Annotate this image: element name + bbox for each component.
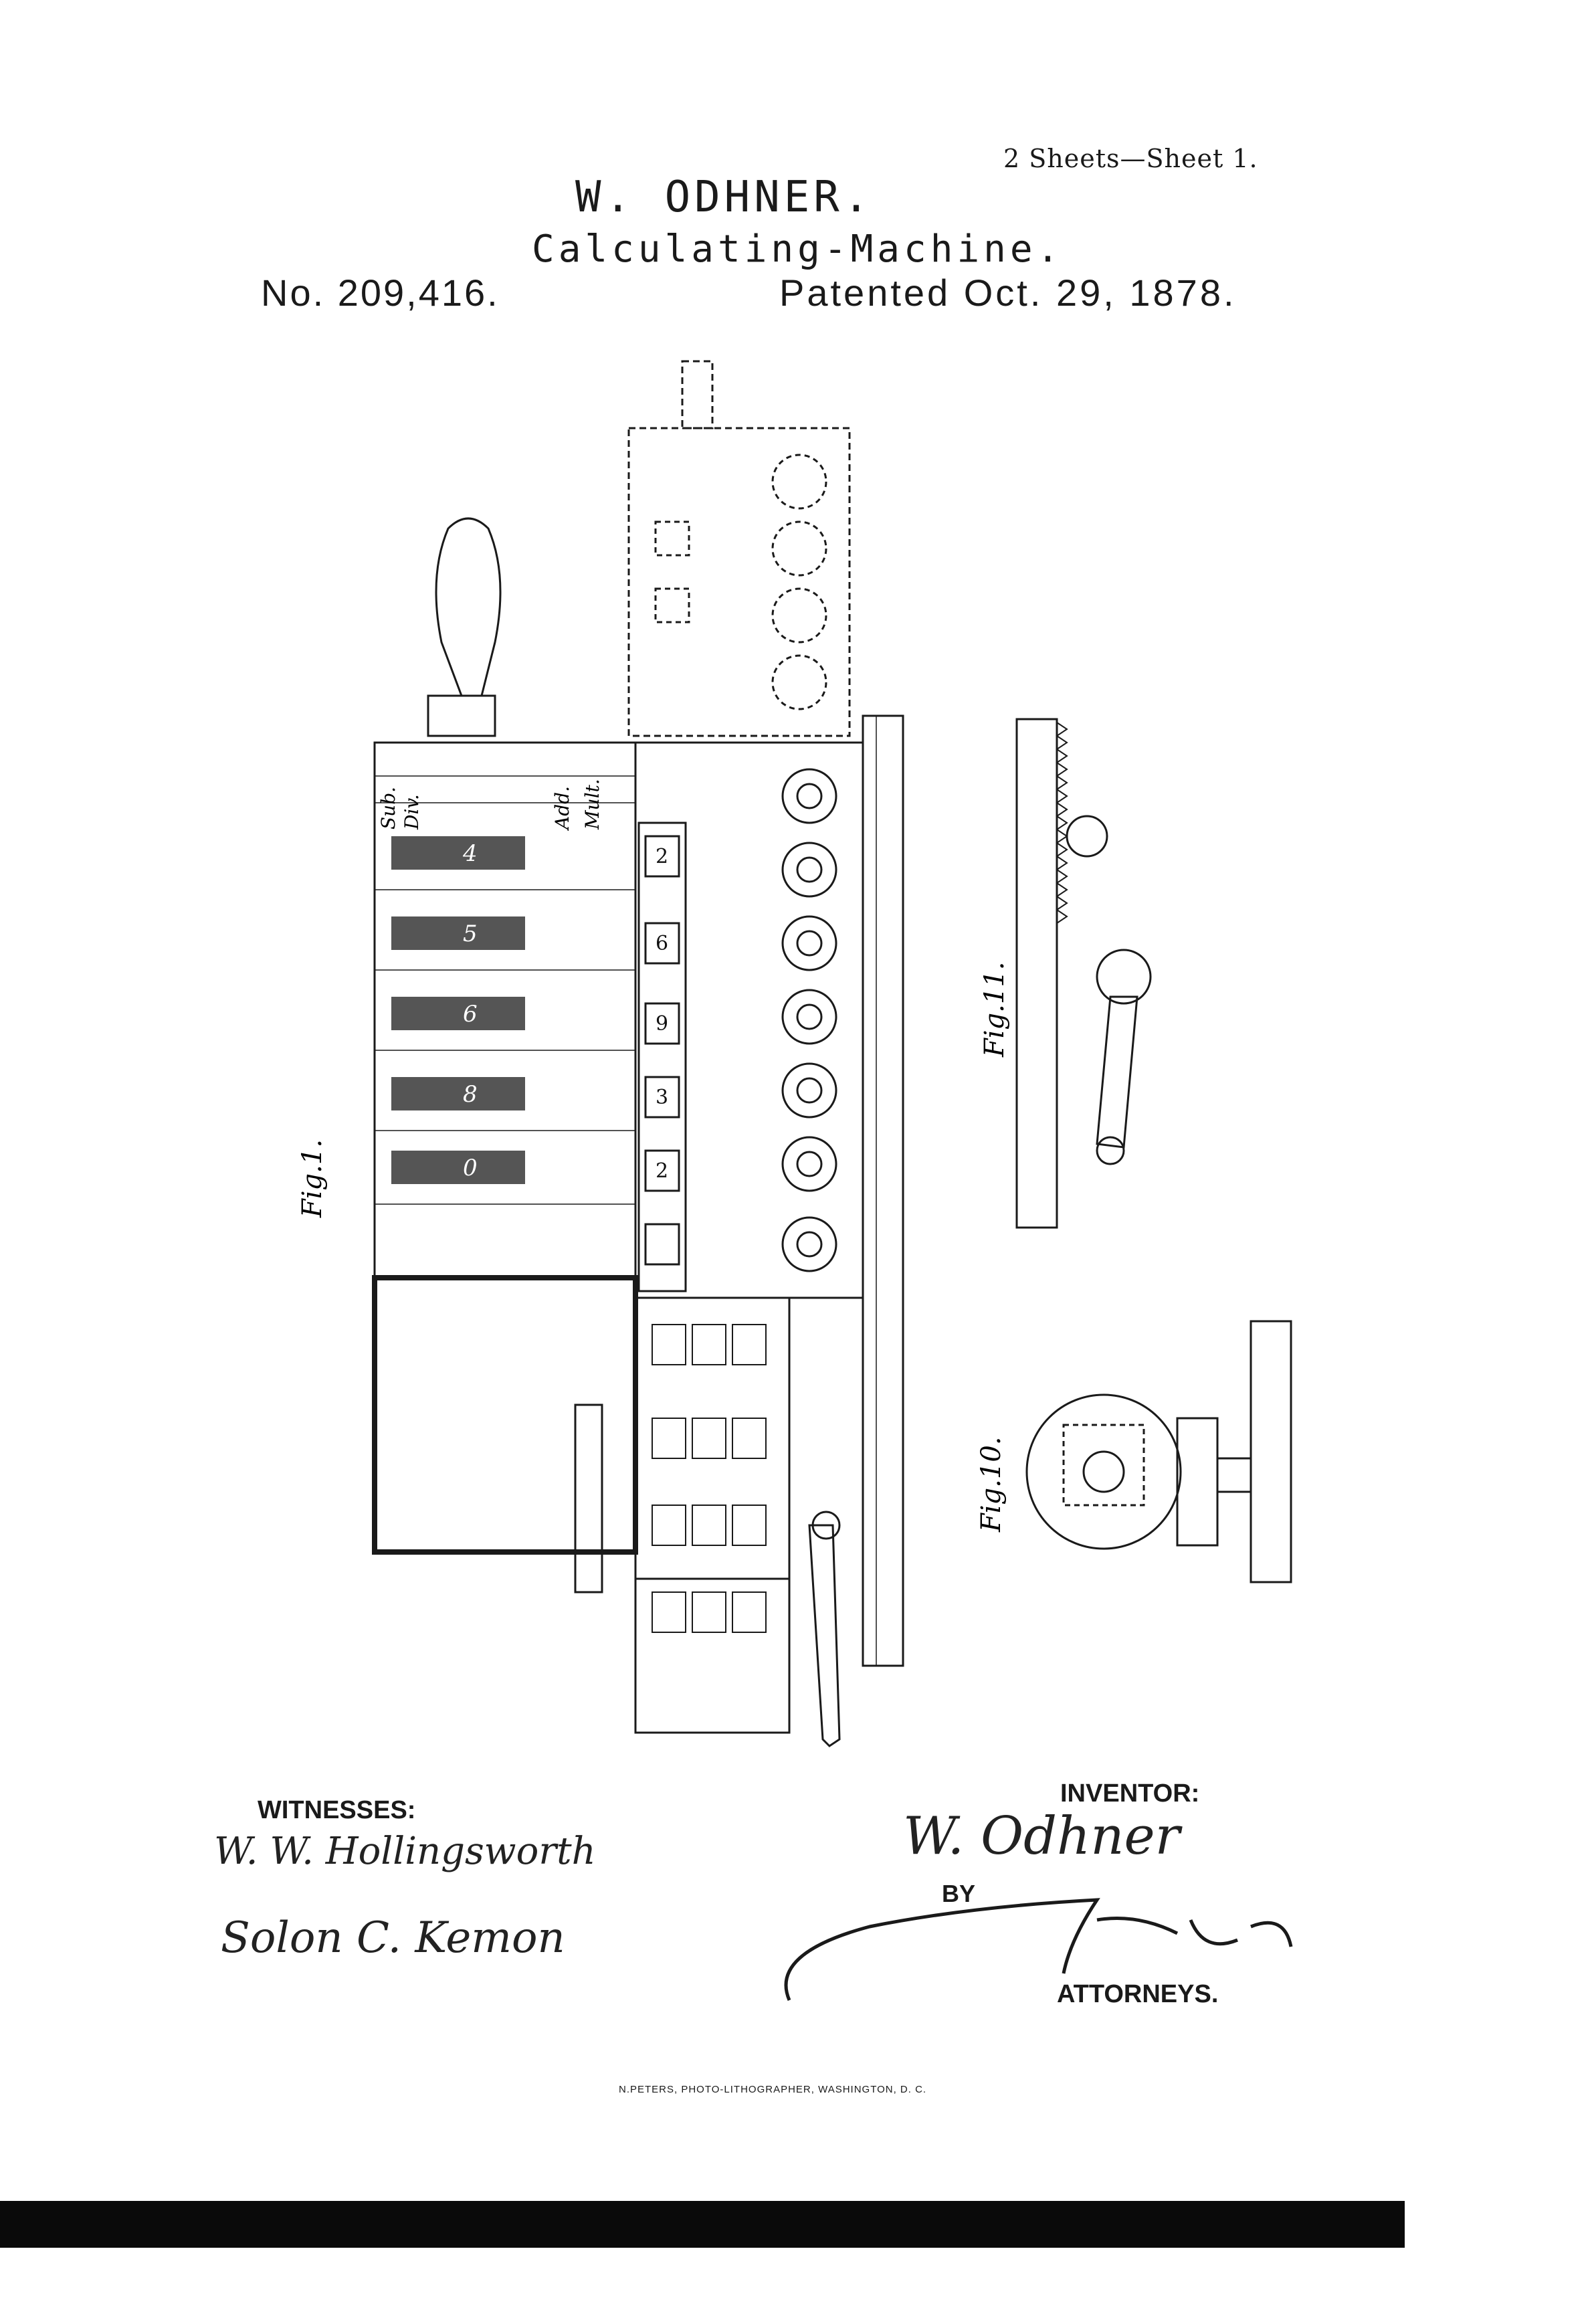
fig11-label: Fig.11. xyxy=(979,962,1010,1058)
window-digit: 9 xyxy=(656,1012,668,1036)
window-digit: 6 xyxy=(656,932,668,955)
attorneys-label: ATTORNEYS. xyxy=(1057,1980,1219,2008)
fig1-label: Fig.1. xyxy=(297,1139,328,1218)
slot-digit: 8 xyxy=(463,1081,478,1108)
slot-digit: 0 xyxy=(463,1155,478,1181)
window-digit: 3 xyxy=(656,1086,668,1109)
fig1-machine xyxy=(372,360,904,1747)
slot-digit: 5 xyxy=(463,921,478,947)
scan-border-bar xyxy=(0,2201,1405,2248)
mult-label: Mult. xyxy=(581,779,603,830)
patent-title: Calculating-Machine. xyxy=(532,227,1064,271)
patent-number: No. 209,416. xyxy=(261,272,500,314)
window-digit: 2 xyxy=(656,1159,668,1183)
witness-signature-1: W. W. Hollingsworth xyxy=(214,1830,596,1873)
by-label: BY xyxy=(942,1880,976,1907)
window-digit: 2 xyxy=(656,845,668,868)
inventor-label: INVENTOR: xyxy=(1060,1779,1200,1808)
witnesses-label: WITNESSES: xyxy=(258,1796,416,1824)
add-label: Add. xyxy=(551,786,573,832)
inventor-signature: W. Odhner xyxy=(903,1806,1180,1866)
slot-digit: 6 xyxy=(463,1001,478,1028)
sub-label: Sub. xyxy=(377,787,399,830)
witness-signature-2: Solon C. Kemon xyxy=(221,1913,565,1963)
fig11-rack xyxy=(1015,718,1152,1229)
slot-digit: 4 xyxy=(462,840,478,867)
fig10-wheel xyxy=(1025,1320,1292,1583)
fig10-label: Fig.10. xyxy=(976,1437,1007,1533)
patent-date: Patented Oct. 29, 1878. xyxy=(779,272,1237,314)
sheet-label: 2 Sheets—Sheet 1. xyxy=(1003,144,1258,173)
printer-imprint: N.PETERS, PHOTO-LITHOGRAPHER, WASHINGTON… xyxy=(619,2084,927,2095)
inventor-name: W. ODHNER. xyxy=(575,173,874,222)
div-label: Div. xyxy=(401,794,423,830)
